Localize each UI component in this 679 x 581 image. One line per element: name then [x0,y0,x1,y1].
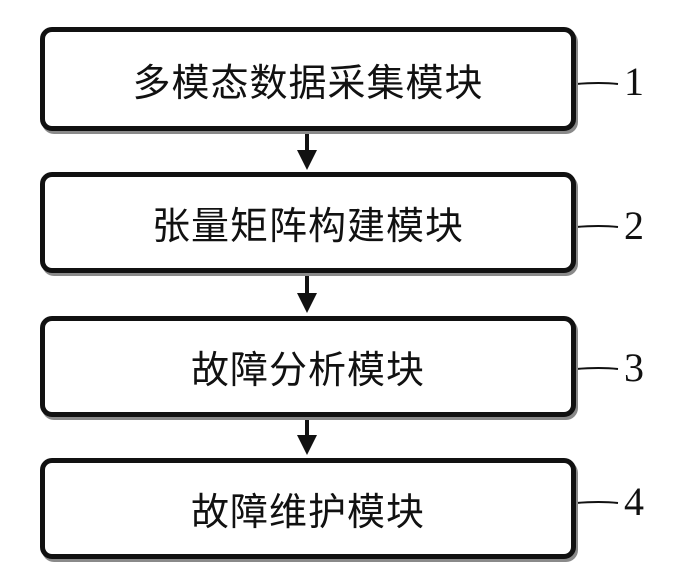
module-label: 故障维护模块 [191,481,425,536]
ref-number-3: 3 [624,348,644,388]
leader-line-2 [576,226,618,227]
module-box-fault-analysis: 故障分析模块 [40,316,576,417]
ref-number-4: 4 [624,482,644,522]
module-label: 多模态数据采集模块 [132,52,483,107]
leader-line-4 [576,502,618,503]
module-label: 故障分析模块 [191,339,425,394]
arrow-1-to-2 [297,131,317,170]
ref-number-1: 1 [624,62,644,102]
leader-line-1 [576,83,618,84]
arrow-3-to-4 [297,417,317,455]
module-box-tensor-matrix: 张量矩阵构建模块 [40,172,576,273]
module-label: 张量矩阵构建模块 [152,195,464,250]
module-box-fault-maintenance: 故障维护模块 [40,458,576,559]
ref-number-2: 2 [624,206,644,246]
module-box-data-collection: 多模态数据采集模块 [40,27,576,131]
leader-line-3 [576,368,618,369]
arrow-2-to-3 [297,273,317,313]
